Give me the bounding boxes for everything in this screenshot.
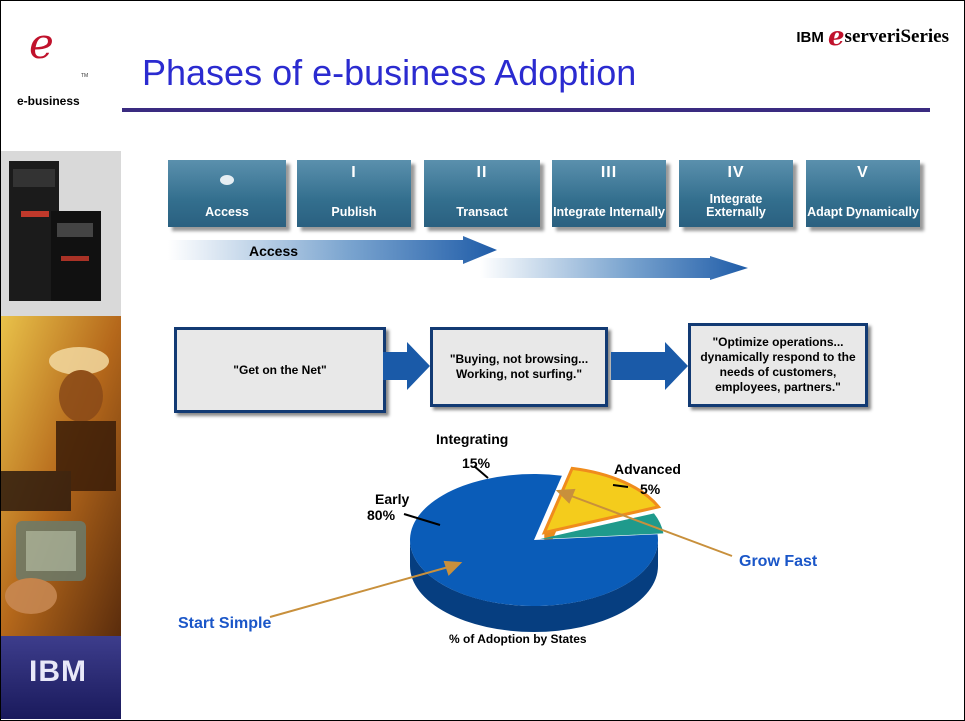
sidebar-art xyxy=(1,1,121,719)
phase-label: Access xyxy=(205,205,249,219)
connector-arrow-1 xyxy=(383,342,430,390)
phase-label: Adapt Dynamically xyxy=(807,205,919,219)
ibm-logo-icon: IBM xyxy=(29,655,87,688)
integrate-arrow xyxy=(480,256,748,280)
server-image xyxy=(9,161,101,301)
phase-access: Access xyxy=(168,160,286,227)
connector-arrow-2 xyxy=(611,342,688,390)
phase-integrate-externally: IV Integrate Externally xyxy=(679,160,793,227)
grow-fast-callout: Grow Fast xyxy=(739,553,818,570)
phase-number: V xyxy=(857,164,869,181)
chart-title: % of Adoption by States xyxy=(449,632,587,646)
early-slice xyxy=(410,474,658,606)
ebusiness-logo-icon: e xyxy=(29,19,54,68)
phase-label: Integrate Internally xyxy=(553,205,665,219)
trademark-mark: TM xyxy=(81,73,89,79)
phase-integrate-internally: III Integrate Internally xyxy=(552,160,666,227)
early-label: Early xyxy=(375,491,410,507)
integrating-leader-line xyxy=(473,465,489,479)
quote-text: "Get on the Net" xyxy=(233,362,327,377)
phase-number: I xyxy=(351,164,357,181)
quote-box-2: "Buying, not browsing... Working, not su… xyxy=(430,327,608,407)
quote-text: "Buying, not browsing... Working, not su… xyxy=(449,352,589,381)
phase-number: II xyxy=(476,164,488,181)
access-arrow xyxy=(168,236,497,264)
grow-fast-arrow xyxy=(565,493,733,557)
integrating-slice xyxy=(541,466,662,535)
early-value: 80% xyxy=(367,507,396,523)
advanced-label: Advanced xyxy=(614,461,681,477)
phase-label: Transact xyxy=(456,205,508,219)
start-simple-callout: Start Simple xyxy=(178,615,272,632)
phase-label: Publish xyxy=(331,205,377,219)
phase-adapt-dynamically: V Adapt Dynamically xyxy=(806,160,920,227)
integrating-label: Integrating xyxy=(436,431,509,447)
start-simple-arrow xyxy=(269,565,453,618)
quote-box-1: "Get on the Net" xyxy=(174,327,386,413)
phase-label: Integrate Externally xyxy=(706,192,766,219)
brand-prefix: IBM xyxy=(796,29,824,46)
access-arrow-label: Access xyxy=(249,243,299,259)
advanced-leader-line xyxy=(612,484,629,488)
sidebar: e TM e-business IBM xyxy=(1,1,121,719)
title-divider xyxy=(122,108,930,112)
phase-number xyxy=(168,172,286,190)
phase-number: III xyxy=(600,164,618,181)
quote-box-3: "Optimize operations... dynamically resp… xyxy=(688,323,868,407)
page-title: Phases of e-business Adoption xyxy=(142,52,637,93)
people-image xyxy=(1,347,116,614)
early-slice-side xyxy=(410,540,658,632)
ebusiness-logo-text: e-business xyxy=(17,94,80,108)
advanced-value: 5% xyxy=(640,481,661,497)
quote-text: "Optimize operations... dynamically resp… xyxy=(700,335,856,394)
early-leader-line xyxy=(403,513,441,526)
phase-publish: I Publish xyxy=(297,160,411,227)
eserver-e-icon: e xyxy=(828,22,845,52)
phase-transact: II Transact xyxy=(424,160,540,227)
brand-label: IBM eserveriSeries xyxy=(796,22,949,52)
integrating-value: 15% xyxy=(462,455,491,471)
brand-suffix: serveriSeries xyxy=(844,26,949,47)
phase-number: IV xyxy=(727,164,745,181)
